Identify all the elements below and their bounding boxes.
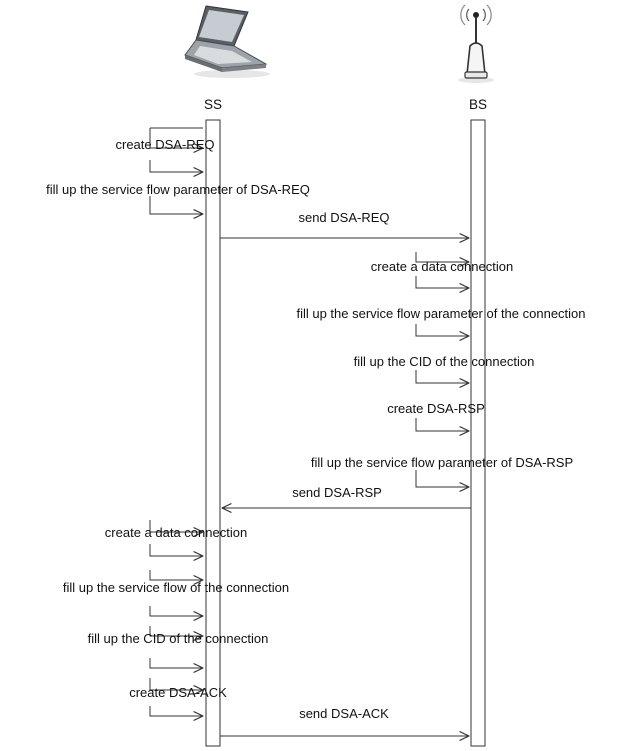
message-label: fill up the service flow parameter of th… [296,306,585,321]
ss-actor-label: SS [204,97,222,112]
message-label: create DSA-RSP [387,401,485,416]
message-label: create DSA-ACK [129,685,227,700]
laptop-icon [184,5,270,78]
self-call-bracket [149,520,203,716]
message-label: create DSA-REQ [116,137,215,152]
bs-actor-label: BS [469,97,487,112]
message-label: fill up the service flow of the connecti… [63,580,289,595]
message-label: send DSA-REQ [298,210,389,225]
self-call-bracket [149,160,203,214]
message-label: send DSA-ACK [299,706,389,721]
message-label: fill up the service flow parameter of DS… [46,182,310,197]
message-label: fill up the service flow parameter of DS… [311,455,573,470]
self-call-bracket [149,127,203,148]
base-station-antenna-icon [458,4,494,83]
bs-lifeline [470,119,486,747]
message-label: fill up the CID of the connection [88,631,269,646]
message-label: create a data connection [105,525,247,540]
self-call-bracket [415,252,469,487]
message-label: create a data connection [371,259,513,274]
message-label: send DSA-RSP [292,485,382,500]
ss-lifeline [205,119,221,747]
message-label: fill up the CID of the connection [354,354,535,369]
